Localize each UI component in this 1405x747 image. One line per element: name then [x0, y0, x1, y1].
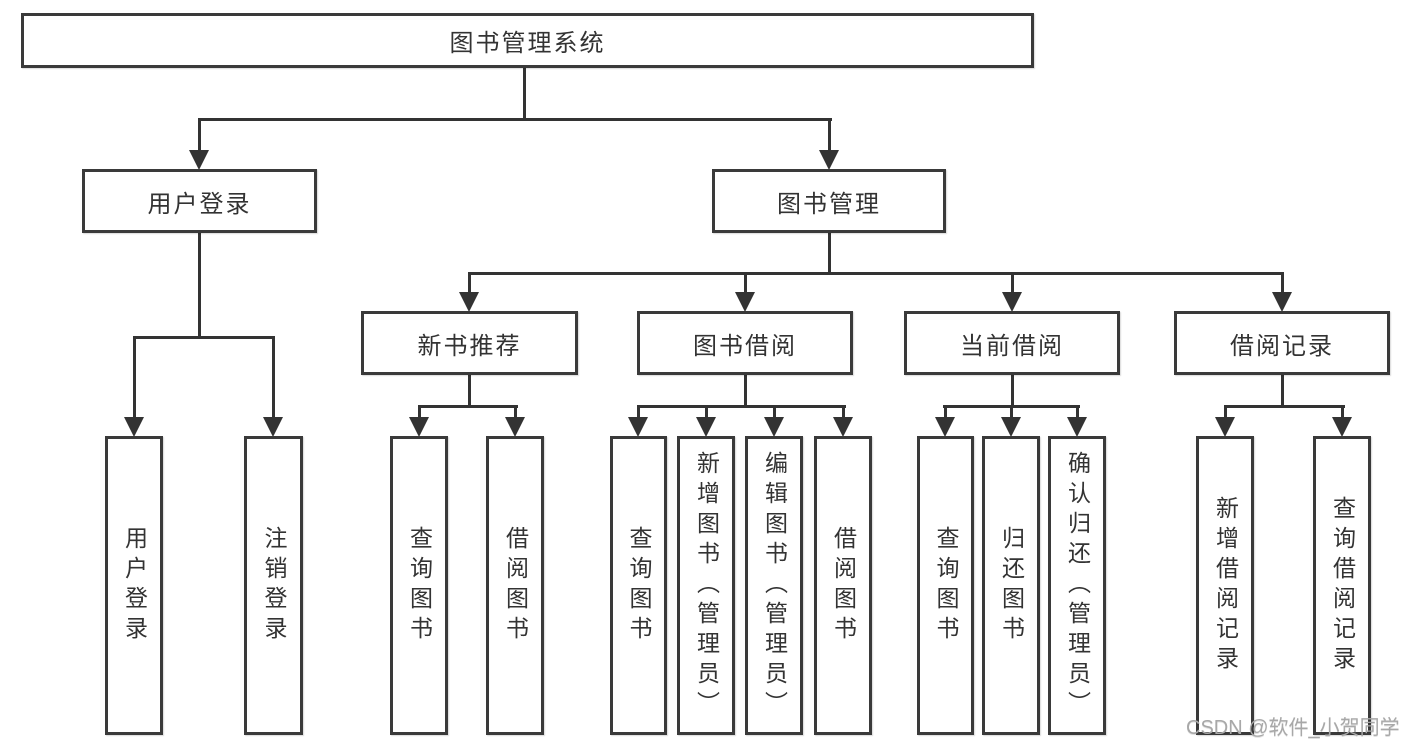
arrow-down-icon: [409, 417, 429, 437]
connector-arm: [637, 405, 640, 419]
leaf-borrow-books-recommend: 借阅图书: [486, 436, 544, 735]
arrow-down-icon: [189, 150, 209, 170]
arrow-down-icon: [1001, 417, 1021, 437]
node-book-borrowing: 图书借阅: [637, 311, 853, 375]
node-book-management: 图书管理: [712, 169, 946, 233]
watermark-text: CSDN @软件_小贺同学: [1186, 717, 1400, 739]
connector-arm: [418, 405, 421, 419]
leaf-add-borrow-record: 新增借阅记录: [1196, 436, 1254, 735]
connector-arm: [1010, 405, 1013, 419]
leaf-query-books-recommend: 查询图书: [390, 436, 448, 735]
connector-bar: [637, 405, 846, 408]
connector-stem: [468, 375, 471, 408]
leaf-return-books: 归还图书: [982, 436, 1040, 735]
connector-arm: [944, 405, 947, 419]
arrow-down-icon: [1332, 417, 1352, 437]
leaf-query-borrow-record: 查询借阅记录: [1313, 436, 1371, 735]
connector-stem: [1011, 375, 1014, 408]
connector-level1-bar: [198, 118, 832, 121]
leaf-logout: 注销登录: [244, 436, 303, 735]
connector-arm: [744, 272, 747, 294]
node-library-system: 图书管理系统: [21, 13, 1034, 68]
arrow-down-icon: [1215, 417, 1235, 437]
leaf-query-books-current: 查询图书: [917, 436, 974, 735]
connector-stem: [1281, 375, 1284, 408]
arrow-down-icon: [935, 417, 955, 437]
node-borrowing-records: 借阅记录: [1174, 311, 1390, 375]
arrow-down-icon: [505, 417, 525, 437]
arrow-down-icon: [124, 417, 144, 437]
leaf-user-login: 用户登录: [105, 436, 163, 735]
connector-arm: [1076, 405, 1079, 419]
leaf-query-books-borrowing: 查询图书: [610, 436, 667, 735]
arrow-down-icon: [459, 292, 479, 312]
arrow-down-icon: [1067, 417, 1087, 437]
arrow-down-icon: [833, 417, 853, 437]
connector-stem: [744, 375, 747, 408]
connector-arm: [198, 118, 201, 152]
connector-level3-bar: [468, 272, 1284, 275]
connector-user-login-bar: [133, 336, 275, 339]
connector-arm: [1011, 272, 1014, 294]
arrow-down-icon: [764, 417, 784, 437]
leaf-edit-book-admin: 编辑图书（管理员）: [745, 436, 803, 735]
arrow-down-icon: [696, 417, 716, 437]
connector-arm: [133, 336, 136, 419]
leaf-borrow-books-borrowing: 借阅图书: [814, 436, 872, 735]
connector-user-login-stem: [198, 233, 201, 338]
connector-arm: [705, 405, 708, 419]
node-new-book-recommendation: 新书推荐: [361, 311, 578, 375]
node-current-borrowing: 当前借阅: [904, 311, 1120, 375]
arrow-down-icon: [263, 417, 283, 437]
leaf-add-book-admin: 新增图书（管理员）: [677, 436, 735, 735]
connector-bar: [418, 405, 518, 408]
connector-arm: [1341, 405, 1344, 419]
arrow-down-icon: [1272, 292, 1292, 312]
node-user-login: 用户登录: [82, 169, 317, 233]
connector-arm: [468, 272, 471, 294]
connector-arm: [773, 405, 776, 419]
arrow-down-icon: [819, 150, 839, 170]
connector-root-stem: [523, 68, 526, 120]
connector-arm: [1224, 405, 1227, 419]
arrow-down-icon: [1002, 292, 1022, 312]
leaf-confirm-return-admin: 确认归还（管理员）: [1048, 436, 1106, 735]
connector-book-mgmt-stem: [828, 233, 831, 275]
connector-bar: [1224, 405, 1345, 408]
connector-arm: [514, 405, 517, 419]
arrow-down-icon: [628, 417, 648, 437]
connector-arm: [1281, 272, 1284, 294]
connector-arm: [842, 405, 845, 419]
connector-arm: [828, 118, 831, 152]
arrow-down-icon: [735, 292, 755, 312]
connector-arm: [272, 336, 275, 419]
